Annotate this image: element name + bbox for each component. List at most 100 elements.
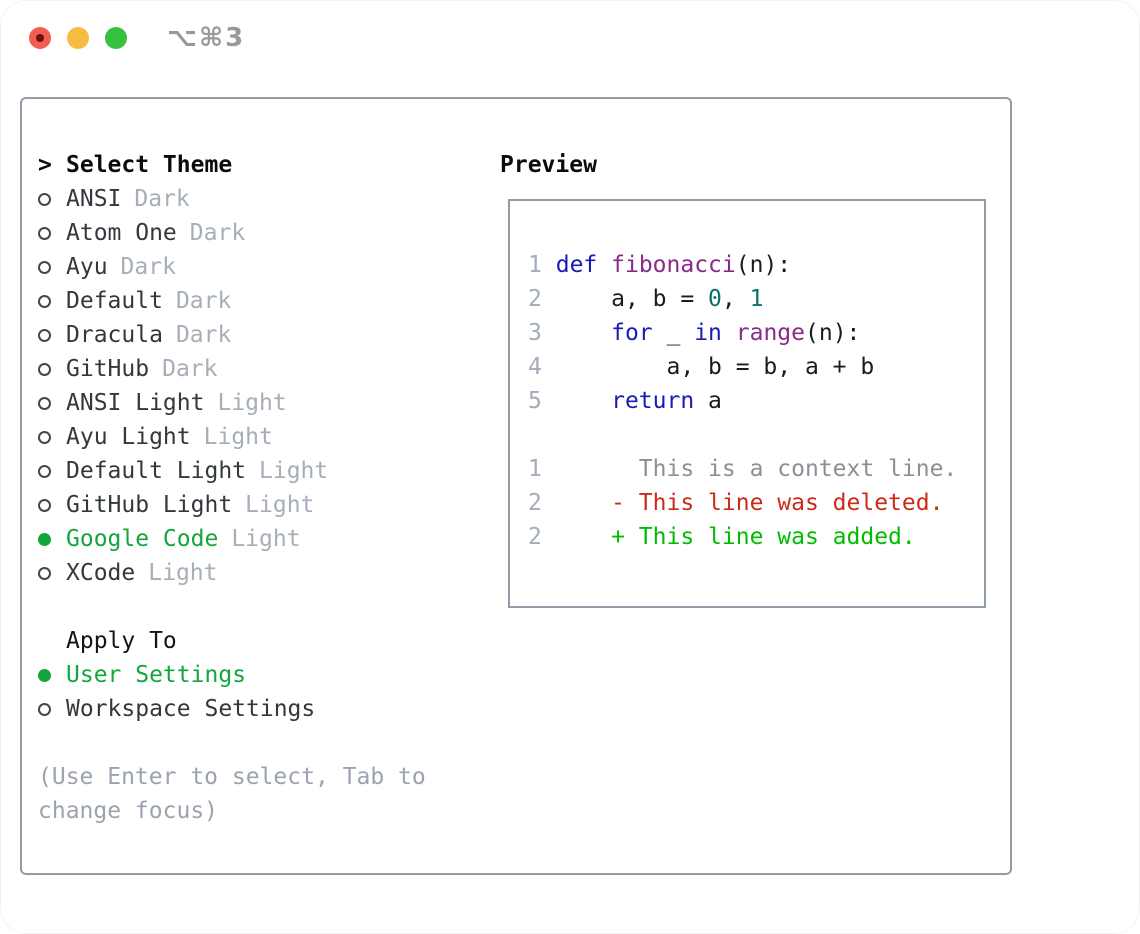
code-segment (542, 354, 667, 380)
option-label: Google Code (66, 526, 219, 552)
variant-tag: Dark (175, 322, 232, 348)
radio-cell (38, 498, 66, 512)
code-segment: + This line was added. (611, 524, 916, 550)
radio-icon (38, 498, 51, 512)
code-segment: 2 (528, 490, 542, 516)
radio-cell (38, 260, 66, 274)
option-label: Atom One (66, 220, 177, 246)
code-segment: 1 (749, 286, 764, 312)
code-segment (542, 456, 639, 482)
radio-icon (38, 702, 51, 716)
radio-cell (38, 362, 66, 376)
code-segment: 5 (528, 388, 542, 414)
spacer (38, 590, 470, 624)
close-button[interactable] (29, 27, 51, 49)
code-segment (542, 388, 611, 414)
apply-to-header: Apply To (38, 624, 470, 658)
variant-tag: Light (148, 560, 218, 586)
code-segment: 1 (528, 456, 542, 482)
radio-icon (38, 464, 51, 478)
titlebar: ⌥⌘3 (0, 0, 1140, 76)
apply-target-option[interactable]: User Settings (38, 658, 470, 692)
code-segment: (n): (805, 320, 861, 346)
variant-tag: Light (217, 390, 287, 416)
minimize-button[interactable] (67, 27, 89, 49)
theme-option[interactable]: Dracula Dark (38, 318, 470, 352)
radio-cell (38, 532, 66, 546)
theme-option[interactable]: Ayu Light Light (38, 420, 470, 454)
variant-tag: Dark (189, 220, 246, 246)
radio-icon (38, 362, 51, 376)
theme-option[interactable]: ANSI Dark (38, 182, 470, 216)
code-line: 3 for _ in range(n): (528, 316, 957, 350)
code-segment (722, 320, 736, 346)
theme-option[interactable]: Atom One Dark (38, 216, 470, 250)
theme-option[interactable]: GitHub Light Light (38, 488, 470, 522)
option-label: User Settings (66, 662, 247, 688)
window-title: ⌥⌘3 (167, 23, 246, 53)
option-label: GitHub (66, 356, 150, 382)
code-segment: a (694, 388, 722, 414)
code-segment: 2 (528, 524, 542, 550)
variant-tag: Light (203, 424, 273, 450)
select-theme-title: Select Theme (66, 152, 233, 178)
radio-cell (38, 328, 66, 342)
keyboard-hint: (Use Enter to select, Tab to change focu… (38, 764, 426, 824)
option-label: Dracula (66, 322, 163, 348)
code-segment: - This line was deleted. (611, 490, 944, 516)
apply-to-title: Apply To (66, 628, 177, 654)
code-segment: (n): (735, 252, 792, 278)
code-segment (542, 320, 611, 346)
code-segment (542, 490, 611, 516)
option-label: Ayu Light (66, 424, 191, 450)
option-label: GitHub Light (66, 492, 233, 518)
theme-option[interactable]: XCode Light (38, 556, 470, 590)
code-line: 2 - This line was deleted. (528, 486, 957, 520)
radio-selected-icon (38, 668, 51, 682)
code-segment: 3 (528, 320, 542, 346)
option-label: ANSI (66, 186, 122, 212)
radio-cell (38, 464, 66, 478)
radio-icon (38, 192, 51, 206)
code-segment: This is a context line. (638, 456, 958, 482)
radio-icon (38, 260, 51, 274)
variant-tag: Dark (134, 186, 190, 212)
zoom-button[interactable] (105, 27, 127, 49)
code-segment (597, 252, 611, 278)
variant-tag: Dark (120, 254, 176, 280)
option-label: Default Light (66, 458, 247, 484)
prompt-icon: > (38, 152, 52, 178)
radio-icon (38, 430, 51, 444)
code-segment: def (555, 252, 598, 278)
option-label: XCode (66, 560, 136, 586)
code-segment: a, b = b, a + b (666, 354, 875, 380)
code-segment: return (611, 388, 695, 414)
radio-cell (38, 668, 66, 682)
spacer (38, 726, 470, 760)
apply-target-option[interactable]: Workspace Settings (38, 692, 470, 726)
theme-option[interactable]: GitHub Dark (38, 352, 470, 386)
radio-cell (38, 430, 66, 444)
radio-cell (38, 396, 66, 410)
record-dot-icon (36, 34, 44, 42)
radio-cell (38, 294, 66, 308)
variant-tag: Dark (162, 356, 218, 382)
select-theme-header: > Select Theme (38, 148, 470, 182)
code-segment: fibonacci (611, 252, 736, 278)
code-segment: 2 (528, 286, 542, 312)
code-segment (542, 252, 556, 278)
code-line (528, 418, 957, 452)
code-segment: for (611, 320, 653, 346)
code-line: 1 This is a context line. (528, 452, 957, 486)
variant-tag: Light (245, 492, 315, 518)
option-label: Workspace Settings (66, 696, 316, 722)
